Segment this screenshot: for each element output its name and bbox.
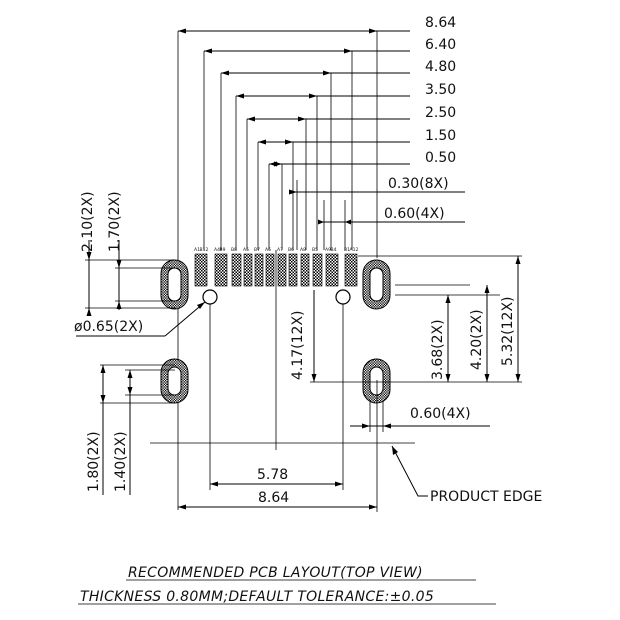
product-edge-label: PRODUCT EDGE	[430, 489, 542, 505]
extension-lines	[85, 250, 522, 512]
signal-pad	[277, 253, 287, 287]
signal-pad	[254, 253, 264, 287]
top-dimension-lines	[177, 28, 465, 510]
dim-0-60-4x-bottom: 0.60(4X)	[410, 406, 471, 422]
slot-bottom-left	[160, 358, 189, 404]
pin-label: B7	[254, 247, 260, 253]
dim-3-68-2x: 3.68(2X)	[430, 319, 446, 380]
caption-subtitle: THICKNESS 0.80MM;DEFAULT TOLERANCE:±0.05	[80, 589, 434, 605]
signal-pad	[312, 253, 323, 287]
signal-pad	[231, 253, 242, 287]
pin-label: A5	[243, 247, 249, 253]
signal-pad	[325, 253, 339, 287]
hole-callout: ø0.65(2X)	[74, 301, 206, 337]
caption-title: RECOMMENDED PCB LAYOUT(TOP VIEW)	[128, 565, 423, 581]
dim-0-60-4x-top: 0.60(4X)	[384, 206, 445, 222]
slot-top-left	[160, 259, 189, 310]
pin-label: A12	[350, 247, 359, 253]
hole-diameter-label: ø0.65(2X)	[74, 319, 143, 335]
slot-top-right	[362, 259, 391, 310]
center-dimension: 4.17(12X)	[290, 290, 317, 382]
dim-5-32-12x: 5.32(12X)	[500, 296, 516, 366]
hole-left	[202, 289, 218, 305]
left-dimensions: 2.10(2X) 1.70(2X) 1.80(2X) 1.40(2X)	[80, 191, 133, 495]
dim-3-50: 3.50	[425, 82, 456, 98]
signal-pad	[214, 253, 228, 287]
dim-8-64-bottom: 8.64	[258, 490, 289, 506]
signal-pads	[194, 253, 358, 287]
dim-4-80: 4.80	[425, 59, 456, 75]
dim-8-64-top: 8.64	[425, 15, 456, 31]
bottom-dimensions: 5.78 8.64	[178, 467, 377, 510]
right-dimensions: 5.32(12X) 4.20(2X) 3.68(2X)	[430, 256, 521, 382]
signal-pad	[344, 253, 358, 287]
pin-label: B4	[331, 247, 337, 253]
dim-6-40: 6.40	[425, 37, 456, 53]
dim-0-30-8x: 0.30(8X)	[388, 176, 449, 192]
pin-label: B12	[200, 247, 209, 253]
top-dimension-labels: 8.64 6.40 4.80 3.50 2.50 1.50 0.50 0.30(…	[384, 15, 456, 222]
dim-2-10-2x: 2.10(2X)	[80, 191, 96, 252]
pin-label: A4	[214, 247, 220, 253]
dim-5-78: 5.78	[257, 467, 288, 483]
pin-label: A6	[265, 247, 271, 253]
dim-1-80-2x: 1.80(2X)	[86, 431, 102, 492]
slot-bottom-right	[362, 358, 391, 404]
dim-1-40-2x: 1.40(2X)	[113, 431, 129, 492]
product-edge-callout: PRODUCT EDGE	[391, 445, 542, 505]
dim-4-20-2x: 4.20(2X)	[469, 309, 485, 370]
pin-label: A1	[194, 247, 200, 253]
signal-pad	[265, 253, 275, 287]
pin-label: A7	[277, 247, 283, 253]
mounting-slots	[160, 259, 391, 404]
dim-0-50: 0.50	[425, 150, 456, 166]
dim-4-17-12x: 4.17(12X)	[290, 310, 306, 380]
signal-pad	[194, 253, 208, 287]
signal-pad	[243, 253, 253, 287]
slot-width-dimension: 0.60(4X)	[350, 406, 490, 429]
dim-2-50: 2.50	[425, 105, 456, 121]
signal-pad	[288, 253, 298, 287]
pin-label: B8	[231, 247, 237, 253]
hole-right	[335, 289, 351, 305]
pin-label: B5	[312, 247, 318, 253]
dim-1-70-2x: 1.70(2X)	[107, 191, 123, 252]
pin-label: A9	[325, 247, 331, 253]
pin-label: B6	[288, 247, 294, 253]
dim-1-50: 1.50	[425, 128, 456, 144]
signal-pad	[300, 253, 310, 287]
caption: RECOMMENDED PCB LAYOUT(TOP VIEW) THICKNE…	[78, 565, 496, 605]
pin-label: B9	[220, 247, 226, 253]
pin-label: B1	[344, 247, 350, 253]
pin-label: A8	[300, 247, 306, 253]
